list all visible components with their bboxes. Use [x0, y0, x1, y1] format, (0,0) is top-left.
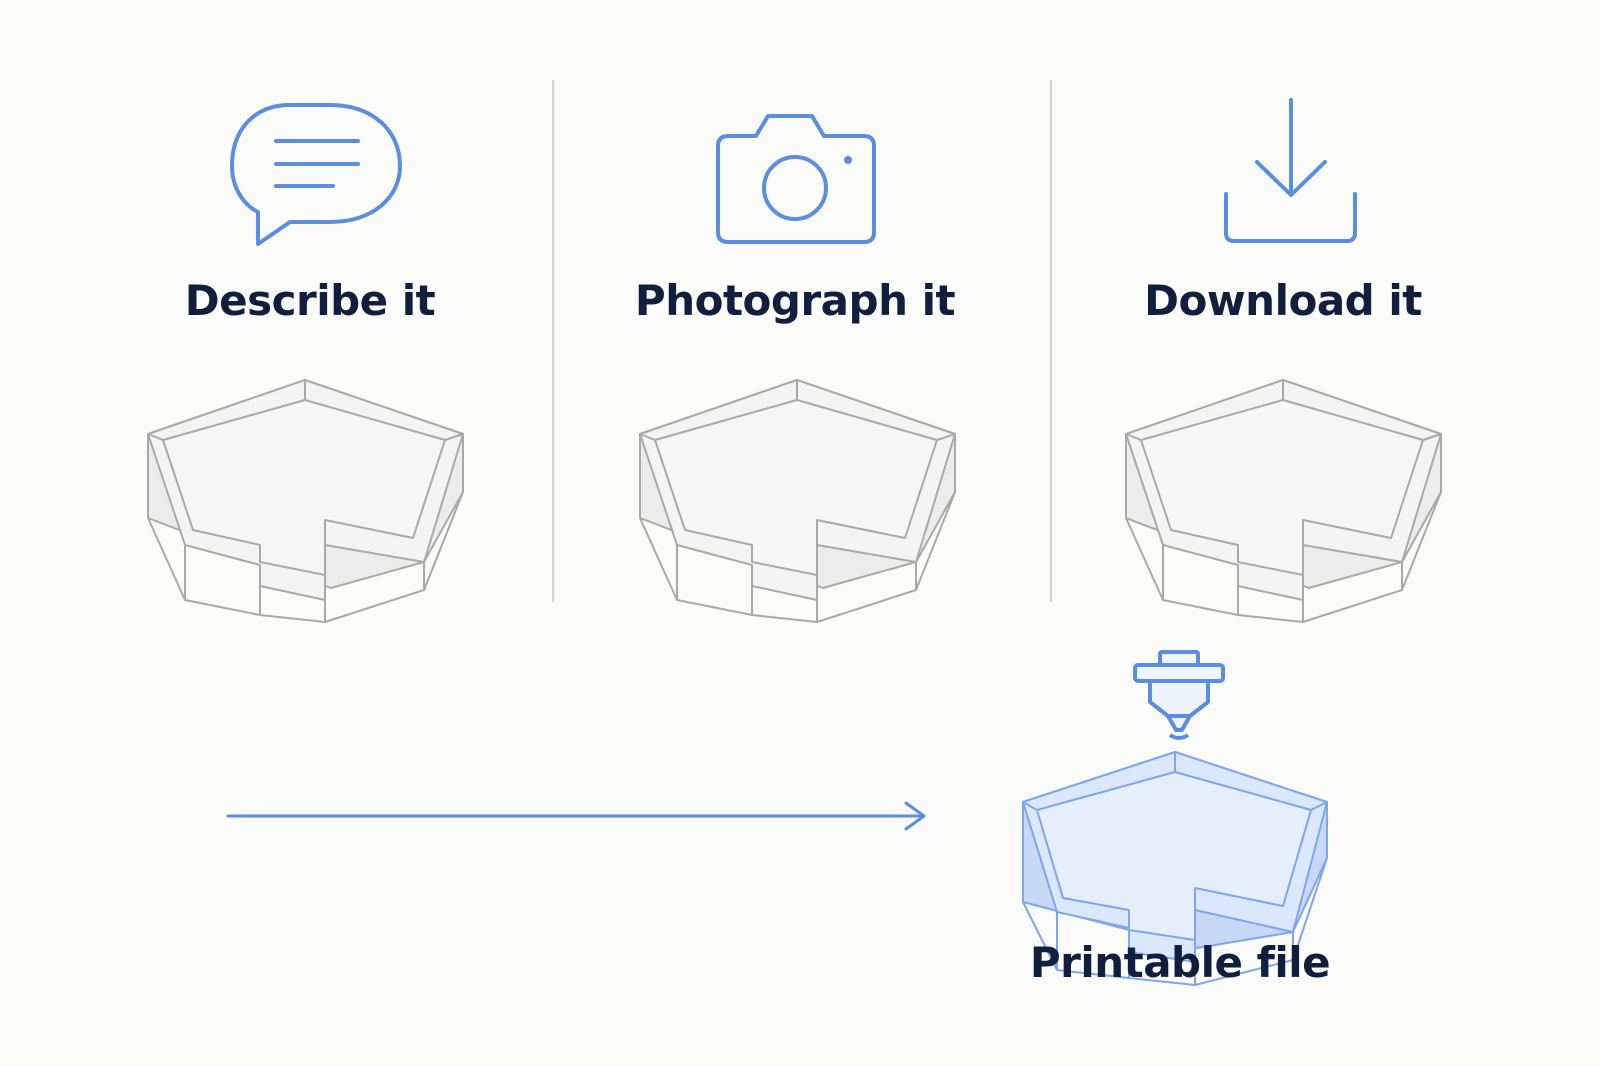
- tray-model-2: [639, 379, 956, 623]
- step-title-download: Download it: [1144, 276, 1422, 325]
- camera-icon: [716, 114, 876, 244]
- speech-bubble-icon: [230, 103, 402, 246]
- tray-model-1: [147, 379, 464, 623]
- printed-tray-model: [1022, 751, 1328, 986]
- result-title: Printable file: [1029, 938, 1331, 987]
- download-icon: [1224, 98, 1357, 243]
- arrow-right-icon: [226, 801, 926, 831]
- tray-model-3: [1125, 379, 1442, 623]
- step-title-photograph: Photograph it: [634, 276, 956, 325]
- step-title-describe: Describe it: [184, 276, 436, 325]
- 3d-printer-nozzle-icon: [1133, 650, 1225, 740]
